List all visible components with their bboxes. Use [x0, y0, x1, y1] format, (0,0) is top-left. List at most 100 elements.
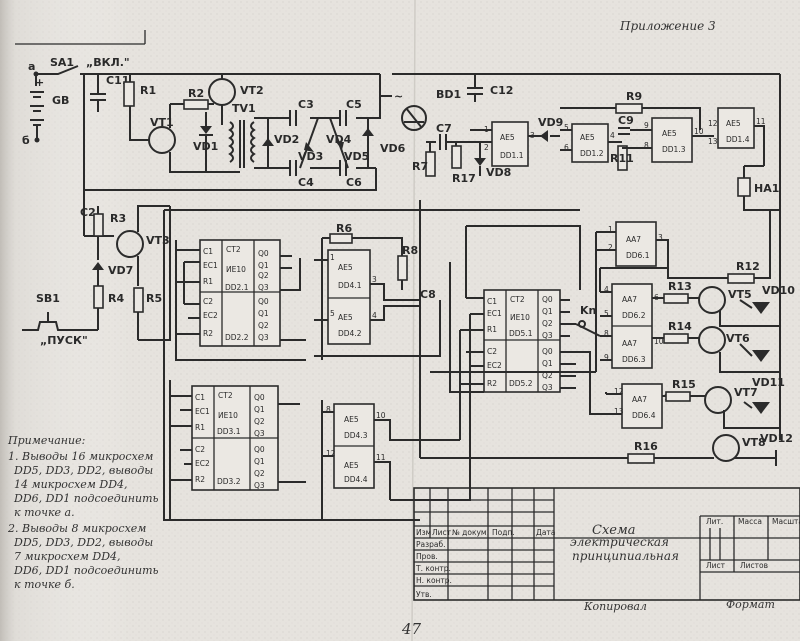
svg-text:Q0: Q0 [254, 445, 265, 454]
svg-text:Q2: Q2 [254, 417, 265, 426]
r13-label: R13 [668, 280, 692, 293]
svg-text:АА7: АА7 [626, 235, 641, 244]
svg-text:Лит.: Лит. [706, 517, 723, 526]
point-b-label: б [22, 134, 30, 147]
svg-text:DD6, DD1 подсоединить: DD6, DD1 подсоединить [13, 564, 159, 577]
vt5-label: VT5 [728, 288, 752, 301]
svg-text:Q0: Q0 [542, 347, 553, 356]
svg-text:Q0: Q0 [542, 295, 553, 304]
tv1-label: TV1 [232, 102, 256, 115]
svg-text:ЕС2: ЕС2 [203, 311, 218, 320]
svg-text:Q3: Q3 [254, 429, 265, 438]
r16-label: R16 [634, 440, 658, 453]
svg-text:С2: С2 [195, 445, 205, 454]
vd10-label: VD10 [762, 284, 795, 297]
ha1-label: HA1 [754, 182, 779, 195]
svg-text:Q0: Q0 [258, 249, 269, 258]
r9-label: R9 [626, 90, 642, 103]
svg-text:11: 11 [376, 453, 386, 462]
svg-text:Q0: Q0 [258, 297, 269, 306]
svg-text:Масштаб: Масштаб [772, 517, 800, 526]
svg-text:R1: R1 [487, 325, 497, 334]
svg-text:4: 4 [610, 131, 615, 140]
svg-text:Q1: Q1 [254, 457, 265, 466]
page-number: 47 [401, 620, 422, 638]
svg-text:СТ2: СТ2 [218, 391, 233, 400]
svg-text:4: 4 [372, 311, 377, 320]
svg-text:ЕС2: ЕС2 [195, 459, 210, 468]
svg-text:С1: С1 [203, 247, 213, 256]
r15-label: R15 [672, 378, 696, 391]
switch-sa1-caption: „ВКЛ." [86, 56, 130, 69]
svg-text:Q3: Q3 [254, 481, 265, 490]
svg-text:1. Выводы 16 микросхем: 1. Выводы 16 микросхем [8, 450, 153, 463]
svg-text:Изм: Изм [416, 528, 431, 537]
svg-text:АА7: АА7 [622, 339, 637, 348]
svg-text:10: 10 [654, 337, 664, 346]
title-line-2: электрическая [570, 535, 669, 549]
svg-text:С2: С2 [203, 297, 213, 306]
counter-dd3: С1 ЕС1 R1 С2 ЕС2 R2 СТ2 ИЕ10 DD3.1 DD3.2… [169, 380, 420, 521]
svg-text:DD4.4: DD4.4 [344, 475, 368, 484]
switch-sb1-label: SB1 [36, 292, 60, 305]
svg-text:DD5, DD3, DD2, выводы: DD5, DD3, DD2, выводы [13, 536, 153, 549]
svg-text:Утв.: Утв. [416, 590, 432, 599]
buzzer-ha1 [737, 177, 751, 197]
svg-text:Листов: Листов [740, 561, 768, 570]
svg-text:Лист: Лист [706, 561, 726, 570]
vd8-label: VD8 [486, 166, 511, 179]
svg-text:3: 3 [658, 233, 663, 242]
svg-text:9: 9 [604, 353, 609, 362]
svg-text:ИЕ10: ИЕ10 [226, 265, 246, 274]
svg-text:Q2: Q2 [258, 271, 269, 280]
svg-text:СТ2: СТ2 [510, 295, 525, 304]
chip-dd13 [651, 117, 693, 163]
counter-dd2: С1 ЕС1 R1 С2 ЕС2 R2 СТ2 ИЕ10 DD2.1 DD2.2… [138, 206, 306, 361]
svg-text:Q3: Q3 [258, 283, 269, 292]
svg-text:DD6, DD1 подсоединить: DD6, DD1 подсоединить [13, 492, 159, 505]
c5-label: C5 [346, 98, 362, 111]
vd2-label: VD2 [274, 133, 299, 146]
svg-text:№ докум.: № докум. [452, 528, 489, 537]
svg-text:2: 2 [608, 243, 613, 252]
chip-dd11 [491, 121, 529, 167]
svg-text:к точке а.: к точке а. [14, 506, 75, 519]
svg-text:R2: R2 [195, 475, 205, 484]
svg-text:Q2: Q2 [542, 371, 553, 380]
svg-text:R1: R1 [203, 277, 213, 286]
r12-label: R12 [736, 260, 760, 273]
svg-text:Q2: Q2 [542, 319, 553, 328]
vt5-transistor [698, 286, 726, 314]
svg-text:R1: R1 [195, 423, 205, 432]
r2-label: R2 [188, 87, 204, 100]
notes-block: Примечание: 1. Выводы 16 микросхем DD5, … [7, 434, 159, 591]
svg-text:12: 12 [708, 119, 718, 128]
vd9-label: VD9 [538, 116, 563, 129]
svg-text:Пров.: Пров. [416, 552, 438, 561]
svg-text:АЕ5: АЕ5 [344, 461, 359, 470]
svg-text:Q2: Q2 [258, 321, 269, 330]
svg-text:DD5.1: DD5.1 [509, 329, 533, 338]
svg-text:R2: R2 [203, 329, 213, 338]
switch-sa1-label: SA1 [50, 56, 74, 69]
svg-text:9: 9 [644, 121, 649, 130]
vd12-label: VD12 [760, 432, 793, 445]
svg-text:АА7: АА7 [622, 295, 637, 304]
svg-text:Подп.: Подп. [492, 528, 515, 537]
svg-text:DD5, DD3, DD2, выводы: DD5, DD3, DD2, выводы [13, 464, 153, 477]
svg-text:DD6.3: DD6.3 [622, 355, 646, 364]
svg-text:5: 5 [564, 123, 569, 132]
svg-text:DD3.2: DD3.2 [217, 477, 241, 486]
svg-text:DD6.4: DD6.4 [632, 411, 656, 420]
svg-text:АЕ5: АЕ5 [338, 263, 353, 272]
vt8-transistor [712, 434, 740, 462]
title-block: Изм Лист № докум. Подп. Дата Разраб. Про… [413, 487, 800, 613]
power-section: SA1 „ВКЛ." + а GB б C11 R1 VT2 R2 VT1 VD… [22, 56, 406, 191]
c3-label: C3 [298, 98, 314, 111]
battery-plus: + [35, 76, 44, 89]
notes-title: Примечание: [7, 434, 85, 447]
svg-text:ЕС2: ЕС2 [487, 361, 502, 370]
vt1-label: VT1 [150, 116, 174, 129]
svg-text:ИЕ10: ИЕ10 [218, 411, 238, 420]
c2-label: C2 [80, 206, 96, 219]
